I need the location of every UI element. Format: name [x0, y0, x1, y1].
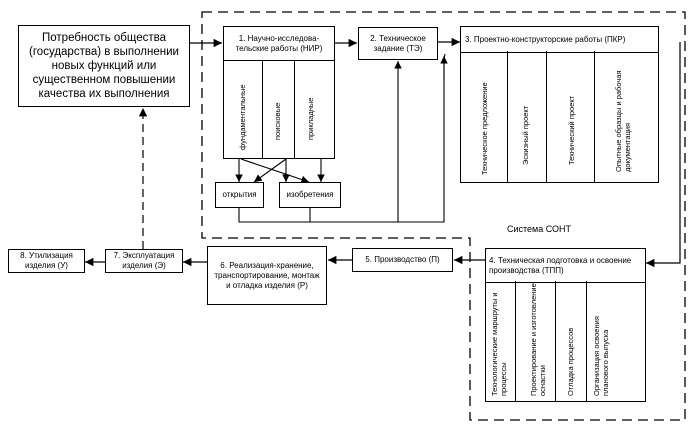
nir-col-applied: прикладные: [306, 97, 315, 140]
tpp-col-routes: Технологические маршруты и процессы: [490, 292, 508, 396]
pkr-col-proposal: Техническое предложение: [480, 82, 489, 175]
pkr-title: 3. Проектно-конструкторские работы (ПКР): [465, 34, 626, 44]
discoveries-box: открытия: [215, 182, 264, 208]
pkr-col-technical: Технический проект: [567, 95, 576, 165]
pkr-col-prototypes: Опытные образцы и рабочая документация: [614, 70, 632, 173]
exploitation-box: 7. Эксплуатация изделия (Э): [105, 249, 183, 273]
tpp-col-tooling: Проектирование и изготовление оснастки: [529, 283, 547, 396]
arrow-pkr-to-tpp: [646, 42, 681, 268]
nir-col-fundamental: фундаментальные: [238, 84, 247, 150]
tpp-col-debug: Отладка процессов: [566, 327, 575, 396]
inventions-box: изобретения: [279, 182, 341, 208]
system-label: Система СОНТ: [507, 224, 572, 234]
system-boundary: [201, 11, 686, 421]
nir-col-search: поисковые: [273, 102, 282, 140]
nir-box: 1. Научно-исследова-тельские работы (НИР…: [223, 26, 335, 159]
tpp-col-organization: Организация освоения планового выпуска: [592, 316, 610, 396]
tpp-box: 4. Техническая подготовка и освоение про…: [485, 248, 646, 402]
tpp-title: 4. Техническая подготовка и освоение про…: [489, 255, 632, 275]
pkr-col-draft: Эскизный проект: [521, 105, 530, 165]
te-box: 2. Техническое задание (ТЭ): [358, 27, 438, 60]
realization-box: 6. Реализация-хранение, транспортировани…: [207, 246, 327, 305]
need-box: Потребность общества (государства) в вып…: [18, 25, 190, 107]
utilization-box: 8. Утилизация изделия (У): [8, 249, 85, 273]
nir-title: 1. Научно-исследова-тельские работы (НИР…: [235, 33, 323, 53]
production-box: 5. Производство (П): [352, 248, 453, 272]
pkr-box: 3. Проектно-конструкторские работы (ПКР): [460, 26, 659, 183]
need-text: Потребность общества (государства) в вып…: [29, 32, 179, 100]
